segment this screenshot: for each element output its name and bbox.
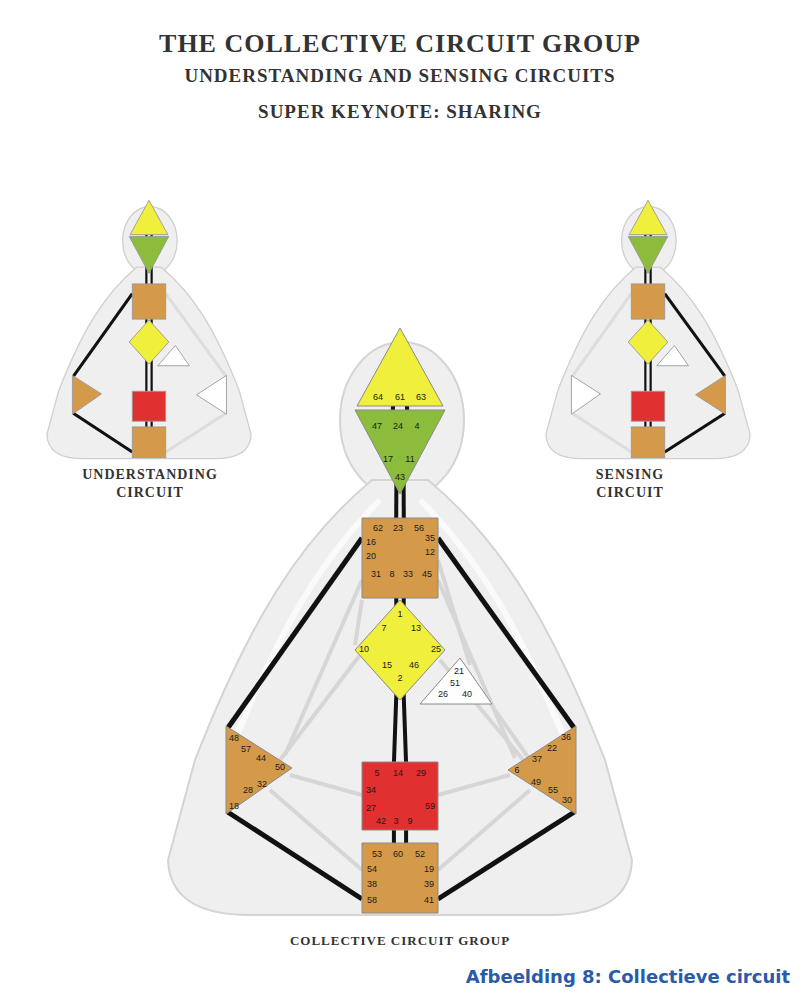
gate-number: 57: [241, 744, 251, 754]
gate-number: 11: [405, 454, 414, 464]
gate-number: 46: [409, 660, 419, 670]
channel-line: [404, 829, 408, 845]
gate-number: 61: [395, 392, 405, 402]
gate-number: 60: [393, 849, 403, 859]
throat-center: 62 23 56 16 35 20 12 31 8 33 45: [362, 518, 438, 598]
gate-number: 47: [372, 421, 382, 431]
gate-number: 2: [397, 673, 402, 683]
gate-number: 18: [229, 801, 239, 811]
gate-number: 36: [561, 732, 571, 742]
gate-number: 49: [531, 777, 541, 787]
gate-number: 1: [397, 609, 402, 619]
ego-center: 21 5126 40: [420, 658, 492, 704]
gate-number: 50: [275, 762, 285, 772]
channel-line: [394, 692, 396, 763]
gate-number: 26: [438, 689, 448, 699]
root-center: 53 60 52 54 19 38 39 58 41: [362, 843, 438, 913]
gate-number: 38: [367, 879, 377, 889]
gate-number: 17: [383, 454, 393, 464]
solar-plexus-center: 36 22 37 6 49 55 30: [508, 726, 576, 814]
sacral-center: 5 14 29 34 27 59 42 39: [362, 762, 438, 830]
gate-number: 23: [393, 523, 403, 533]
circuit-label: SENSING CIRCUIT: [580, 466, 680, 501]
gate-number: 27: [366, 803, 376, 813]
channel-line: [438, 812, 574, 899]
gate-number: 48: [229, 733, 239, 743]
gate-number: 28: [243, 785, 253, 795]
gate-number: 29: [416, 768, 426, 778]
gate-number: 40: [462, 689, 472, 699]
gate-number: 9: [407, 816, 412, 826]
understanding-bodygraph: [47, 200, 251, 458]
gate-number: 54: [367, 864, 377, 874]
gate-number: 63: [416, 392, 426, 402]
head-center: 64 61 63: [357, 328, 443, 406]
body-silhouette: [168, 342, 632, 915]
gate-number: 24: [393, 421, 403, 431]
gate-number: 33: [403, 569, 413, 579]
gate-number: 58: [367, 895, 377, 905]
gate-number: 59: [425, 801, 435, 811]
gate-number: 51: [450, 678, 460, 688]
gate-number: 45: [422, 569, 432, 579]
channel-line: [404, 692, 406, 763]
gate-number: 39: [424, 879, 434, 889]
gate-number: 53: [372, 849, 382, 859]
gate-number: 64: [373, 392, 383, 402]
gate-number: 13: [411, 623, 421, 633]
gate-number: 22: [547, 743, 557, 753]
gate-number: 52: [415, 849, 425, 859]
ajna-center: 47 24 4 17 1143: [355, 410, 445, 494]
gate-number: 19: [424, 864, 434, 874]
gate-number: 34: [366, 785, 376, 795]
gate-number: 56: [414, 523, 424, 533]
gate-number: 12: [425, 547, 435, 557]
gate-number: 10: [359, 644, 369, 654]
gate-number: 35: [425, 533, 435, 543]
channel-line: [228, 538, 362, 728]
subtitle: UNDERSTANDING AND SENSING CIRCUITS: [0, 64, 800, 88]
sensing-bodygraph: [546, 200, 750, 458]
gate-number: 20: [366, 551, 376, 561]
gate-number: 7: [381, 623, 386, 633]
gate-number: 31: [371, 569, 381, 579]
page-title: THE COLLECTIVE CIRCUIT GROUP: [0, 28, 800, 61]
gate-number: 4: [414, 421, 419, 431]
channel-line: [392, 829, 396, 845]
gate-number: 42: [376, 816, 386, 826]
gate-number: 5: [374, 768, 379, 778]
gate-number: 37: [532, 754, 542, 764]
gate-number: 16: [366, 537, 376, 547]
spleen-center: 4857 44 50 32 28 18: [226, 726, 292, 814]
gate-number: 6: [514, 765, 519, 775]
gate-number: 8: [389, 569, 394, 579]
circuit-label: UNDERSTANDING CIRCUIT: [65, 466, 235, 501]
super-keynote: SUPER KEYNOTE: SHARING: [0, 100, 800, 124]
gate-number: 15: [382, 660, 392, 670]
gate-number: 3: [393, 816, 398, 826]
gate-number: 14: [393, 768, 403, 778]
gate-number: 44: [256, 753, 266, 763]
gate-number: 30: [562, 795, 572, 805]
g-center: 1 7 13 10 25 15 46 2: [355, 600, 445, 700]
gate-number: 32: [257, 779, 267, 789]
gate-number: 41: [424, 895, 434, 905]
inactive-channels: [270, 560, 530, 870]
channel-line: [228, 812, 362, 899]
gate-number: 55: [548, 785, 558, 795]
gate-number: 21: [454, 666, 464, 676]
figure-caption: Afbeelding 8: Collectieve circuit: [440, 966, 790, 989]
group-label: COLLECTIVE CIRCUIT GROUP: [0, 933, 800, 949]
gate-number: 62: [373, 523, 383, 533]
gate-number: 43: [395, 472, 405, 482]
gate-number: 25: [431, 644, 441, 654]
